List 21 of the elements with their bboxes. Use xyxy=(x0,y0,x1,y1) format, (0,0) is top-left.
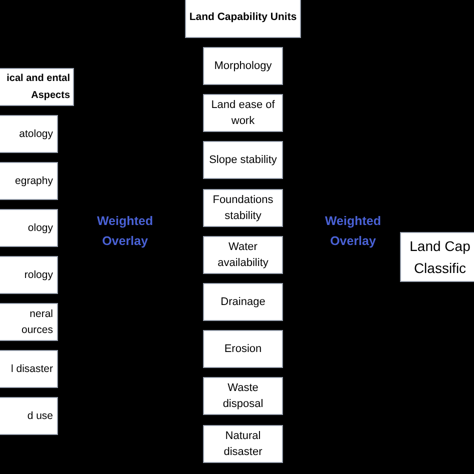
process-box: egraphy xyxy=(0,162,58,200)
process-box: Land Cap Classific xyxy=(400,232,474,282)
process-box: Water availability xyxy=(203,236,283,274)
overlay-label: Weighted Overlay xyxy=(324,213,382,250)
overlay-label: Weighted Overlay xyxy=(96,213,154,250)
process-box: ology xyxy=(0,209,58,247)
process-box: Land Capability Units xyxy=(185,0,301,38)
process-box: d use xyxy=(0,397,58,435)
process-box: rology xyxy=(0,256,58,294)
process-box: Erosion xyxy=(203,330,283,368)
process-box: Natural disaster xyxy=(203,424,283,463)
process-box: atology xyxy=(0,115,58,153)
process-box: Waste disposal xyxy=(203,377,283,416)
process-box: Land ease of work xyxy=(203,94,283,132)
process-box: Slope stability xyxy=(203,141,283,180)
process-box: l disaster xyxy=(0,350,58,388)
process-box: neral ources xyxy=(0,303,58,341)
process-box: Drainage xyxy=(203,283,283,321)
process-box: Foundations stability xyxy=(203,188,283,227)
process-box: ical and ental Aspects xyxy=(0,68,74,106)
process-box: Morphology xyxy=(203,47,283,85)
